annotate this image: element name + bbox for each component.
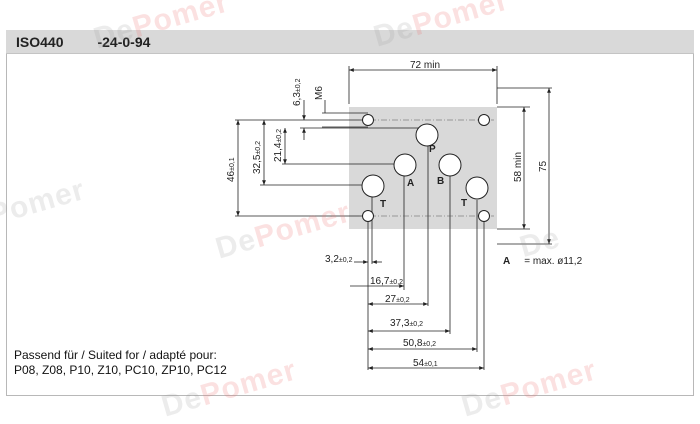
dim-21-4: 21,4±0,2 [273,129,284,162]
dim-37-3: 37,3±0,2 [390,318,423,329]
dim-6-3: 6,3±0,2 [292,78,303,106]
port-label-t-right: T [461,198,467,209]
dim-75: 75 [538,160,549,172]
dim-27: 27±0,2 [385,294,410,305]
mounting-hole-bottom-right [478,210,490,222]
port-b-hole [438,153,462,177]
port-label-t-left: T [380,199,386,210]
header-bar: ISO440-24-0-94 [6,30,694,54]
port-p-hole [415,123,439,147]
port-label-a: A [407,178,414,189]
caption-line-2: P08, Z08, P10, Z10, PC10, ZP10, PC12 [14,363,227,377]
port-t-right-hole [465,176,489,200]
dim-32-5: 32,5±0,2 [252,141,263,174]
dim-46: 46±0,1 [226,157,237,182]
port-t-left-hole [361,174,385,198]
mounting-hole-top-left [362,114,374,126]
dim-54: 54±0,1 [413,358,438,369]
compatibility-caption: Passend für / Suited for / adapté pour: … [14,348,227,378]
mounting-hole-top-right [478,114,490,126]
subplate-drawing: P A B T T 72 min 58 min 75 M6 6,3±0,2 21… [226,60,583,370]
port-label-b: B [437,176,444,187]
dim-50-8: 50,8±0,2 [403,338,436,349]
caption-line-1: Passend für / Suited for / adapté pour: [14,348,217,362]
port-label-p: P [429,144,436,155]
port-a-hole [393,153,417,177]
mounting-hole-bottom-left [362,210,374,222]
dim-top-width: 72 min [410,60,440,71]
dim-58: 58 min [513,152,524,182]
drawing-title: ISO440-24-0-94 [16,34,151,50]
dim-16-7: 16,7±0,2 [370,276,403,287]
dim-thread: M6 [314,86,325,100]
port-size-note: A= max. ø11,2 [503,256,583,267]
dim-3-2: 3,2±0,2 [325,254,353,265]
